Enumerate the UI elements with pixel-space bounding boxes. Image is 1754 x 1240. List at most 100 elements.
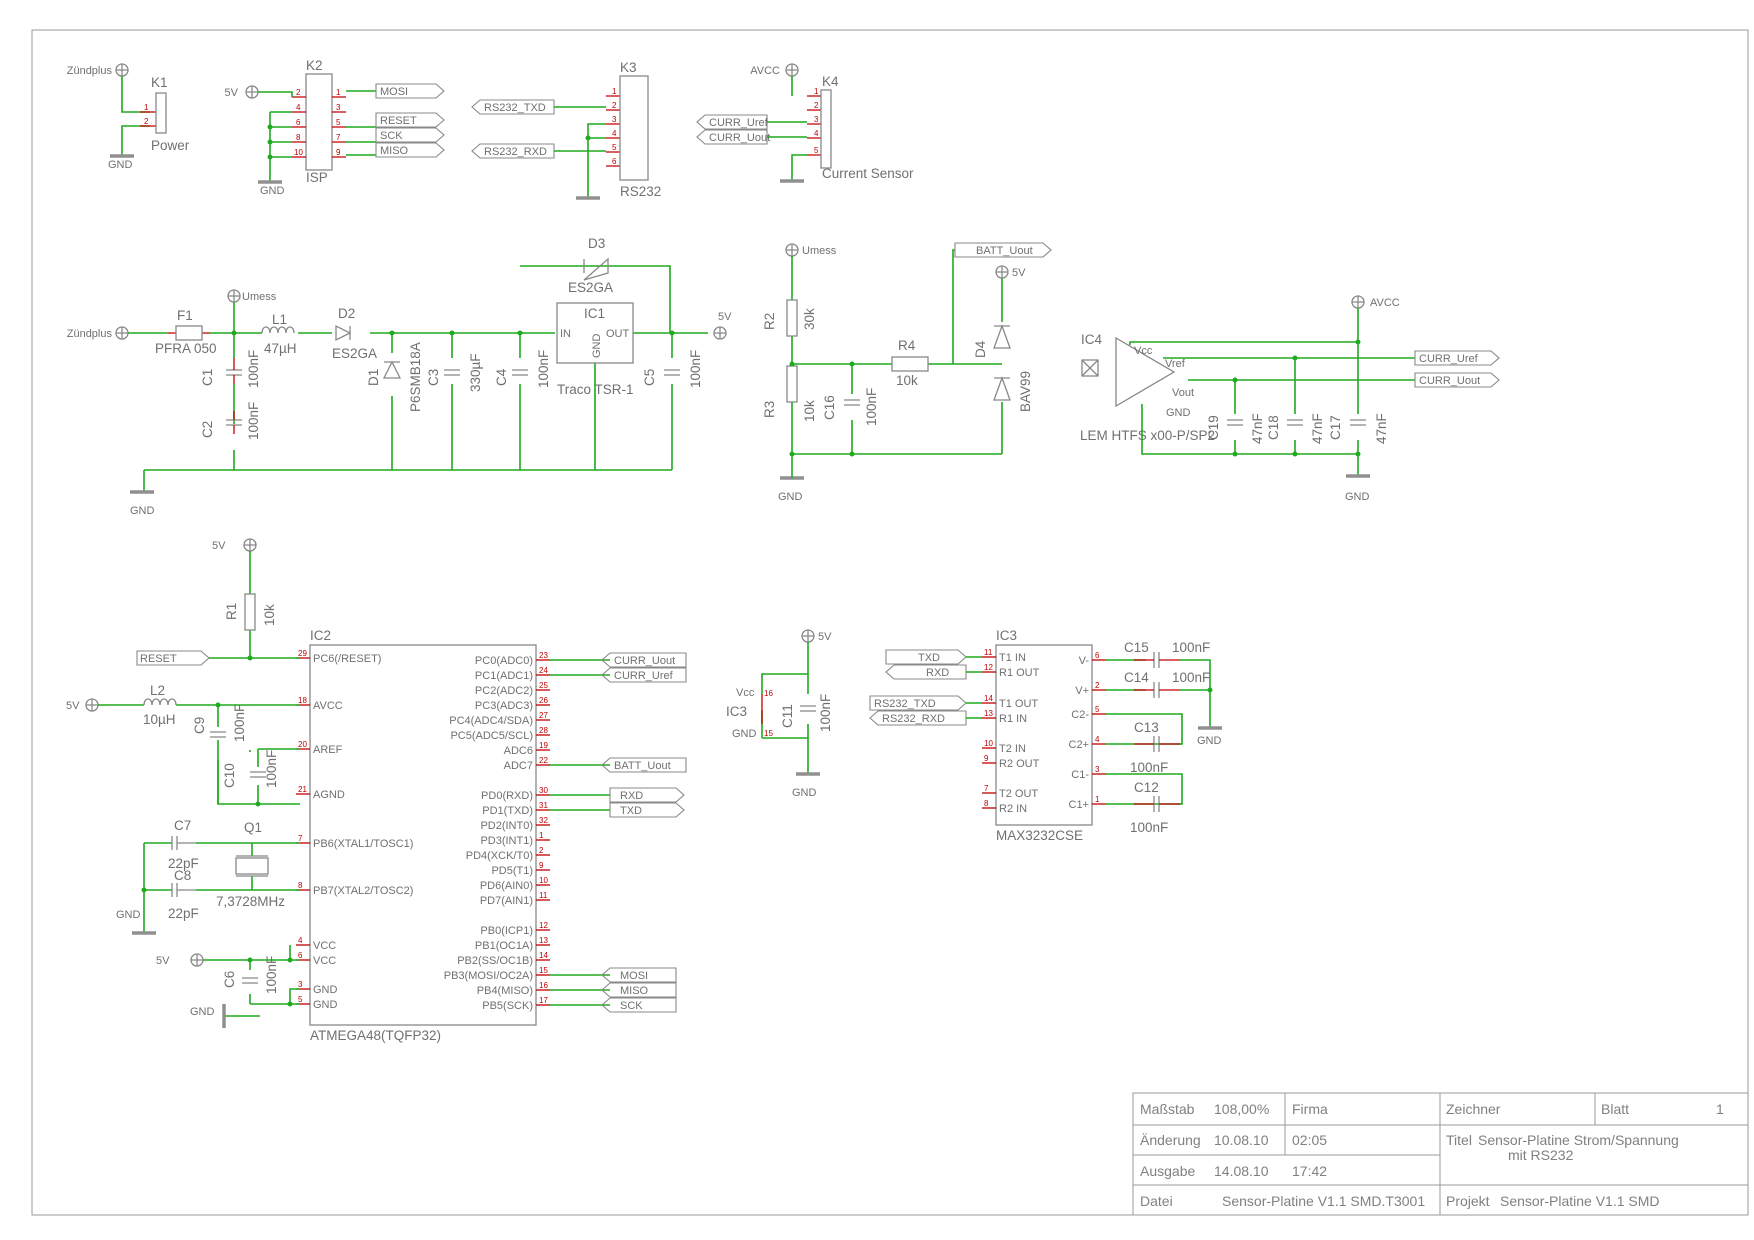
pin-number: 11 [984,648,993,657]
part-value: Current Sensor [822,166,914,181]
part-ref: C4 [494,368,509,386]
pin-label: Vref [1165,358,1186,370]
svg-text:1: 1 [336,88,341,97]
blatt-value: 1 [1716,1101,1724,1117]
signal-label: RESET [140,653,177,665]
signal-label: RS232_RXD [484,146,547,158]
part-ref: L2 [150,683,165,698]
signal-label: CURR_Uout [614,655,675,667]
ausgabe-time: 17:42 [1292,1163,1327,1179]
part-value: 47µH [264,341,297,356]
pin-label: VCC [313,940,336,952]
svg-text:4: 4 [612,129,617,138]
svg-text:4: 4 [814,129,819,138]
pin-label: PD1(TXD) [482,805,533,817]
part-ref: K2 [306,58,323,73]
part-ref: C15 [1124,640,1149,655]
svg-text:6: 6 [296,118,301,127]
ic-pin: 2V+ [1075,681,1106,697]
part-value: 100nF [1172,670,1210,685]
pin-number: 21 [298,785,307,794]
pin-label: T1 OUT [999,698,1038,710]
pin-label: PB4(MISO) [477,985,533,997]
svg-text:2: 2 [144,117,149,126]
pin-number: 3 [298,980,303,989]
pin-number: 6 [298,951,303,960]
pin-number: 6 [1095,651,1100,660]
part-value: 47nF [1374,413,1389,444]
blatt-label: Blatt [1601,1101,1629,1117]
pin-number: 23 [539,651,548,660]
pin-number: 13 [539,936,548,945]
pin-number: 10 [984,739,993,748]
pin-label: V- [1079,655,1090,667]
part-value: 100nF [536,350,551,388]
svg-text:10: 10 [294,148,303,157]
pin-number: 4 [1095,735,1100,744]
ic-pin: 7 PB6(XTAL1/TOSC1) [296,834,413,850]
ic-pin: 5C2- [1071,705,1106,721]
part-value: 30k [802,308,817,330]
signal-label: SCK [380,130,403,142]
signal-label: TXD [620,805,642,817]
pin-number: 7 [298,834,303,843]
part-value: 100nF [232,704,247,742]
pin-label: R2 IN [999,803,1027,815]
pin-number: 19 [539,741,548,750]
pin-label: PD6(AIN0) [480,880,533,892]
part-ref: L1 [272,312,287,327]
part-ref: K1 [151,75,168,90]
signal-label: CURR_Uout [1419,375,1480,387]
pin-number: 8 [984,799,989,808]
pin-number: 22 [539,756,548,765]
pin-label: PD3(INT1) [480,835,533,847]
pin-number: 9 [984,754,989,763]
pin-label: T2 OUT [999,788,1038,800]
pin-number: 14 [539,951,548,960]
ic-pin: 8 R2 IN [982,799,1027,815]
signal-label: BATT_Uout [614,760,671,772]
pin-label: PC3(ADC3) [475,700,533,712]
pin-number: 18 [298,696,307,705]
pin-label: IN [560,328,571,340]
part-value: 100nF [264,956,279,994]
k2-signal-labels: MOSI RESET SCK MISO [375,83,445,158]
pin-number: 3 [1095,765,1100,774]
ic-pin: 1C1+ [1069,795,1106,811]
firma-label: Firma [1292,1101,1328,1117]
part-value: 10k [262,604,277,626]
signal-label: BATT_Uout [976,245,1033,257]
svg-text:4: 4 [296,103,301,112]
gnd-label: GND [1345,491,1370,503]
pin-number: 27 [539,711,548,720]
gnd-label: GND [130,505,155,517]
part-ref: Q1 [244,820,262,835]
gnd-label: GND [190,1006,215,1018]
svg-text:5: 5 [336,118,341,127]
svg-text:3: 3 [612,115,617,124]
pin-number: 9 [539,861,544,870]
ic4-lem-current-sensor: AVCC IC4 Vcc Vref Vout GND LEM HTFS x00-… [1080,295,1500,503]
supply-label: 5V [1012,267,1026,279]
pin-label: AVCC [313,700,343,712]
signal-label: RS232_RXD [882,713,945,725]
part-ref: D3 [588,236,605,251]
pin-label: PD7(AIN1) [480,895,533,907]
part-ref: R4 [898,338,916,353]
pin-label: PB6(XTAL1/TOSC1) [313,838,413,850]
